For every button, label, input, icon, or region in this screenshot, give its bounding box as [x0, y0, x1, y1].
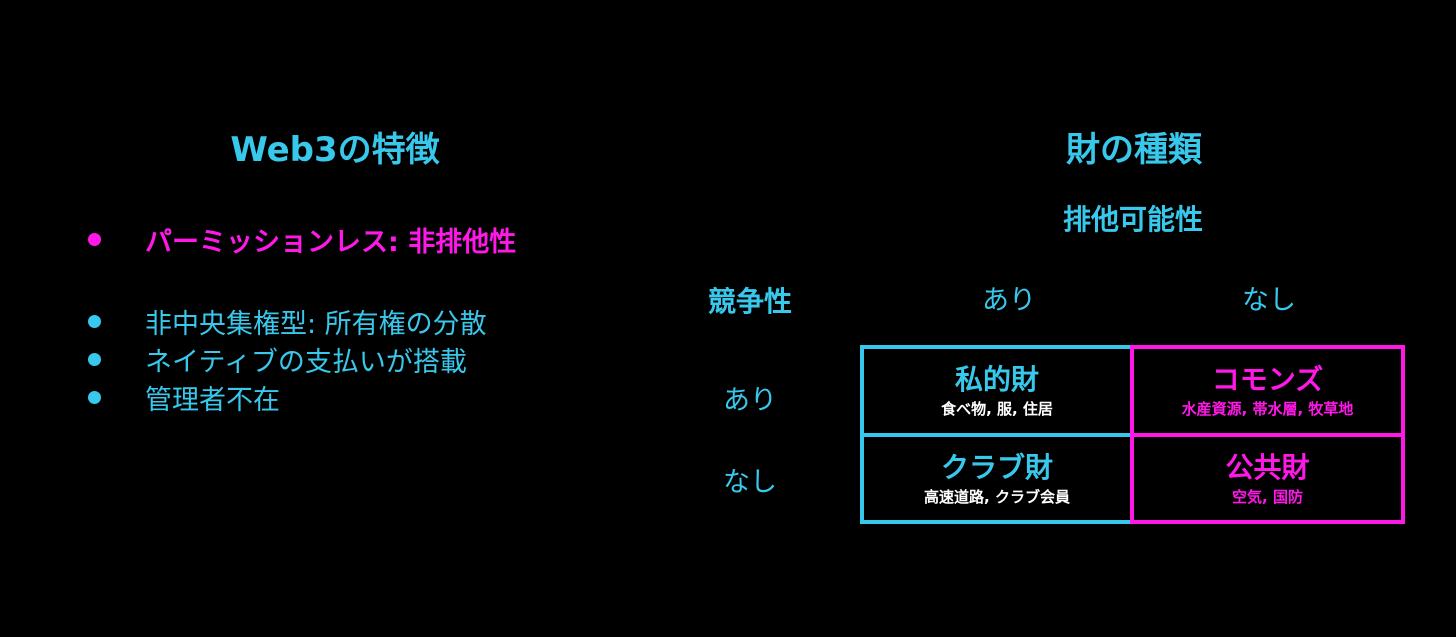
cell-name: クラブ財 [940, 450, 1053, 484]
cell-public-goods: 公共財 空気, 国防 [1130, 433, 1405, 524]
cell-examples: 食べ物, 服, 住居 [941, 400, 1053, 418]
row-header-no: なし [723, 467, 777, 498]
feature-item-permissionless: パーミッションレス: 非排他性 [88, 220, 516, 258]
cell-name: 私的財 [954, 363, 1039, 396]
bullet-dot-icon [88, 314, 101, 328]
bullet-dot-icon [88, 232, 101, 246]
feature-item-decentralized: 非中央集権型: 所有権の分散 [88, 302, 516, 340]
column-header-yes: あり [982, 285, 1036, 316]
cell-name: コモンズ [1211, 363, 1324, 396]
cell-private-goods: 私的財 食べ物, 服, 住居 [860, 345, 1134, 437]
feature-text: 非中央集権型: 所有権の分散 [145, 308, 487, 340]
feature-text: 管理者不在 [145, 384, 280, 416]
row-header-yes: あり [723, 385, 777, 416]
cell-examples: 高速道路, クラブ会員 [924, 487, 1070, 506]
cell-commons: コモンズ 水産資源, 帯水層, 牧草地 [1130, 345, 1405, 437]
goods-types-title: 財の種類 [1066, 130, 1202, 170]
excludability-axis-title: 排他可能性 [1062, 203, 1203, 236]
bullet-dot-icon [88, 352, 101, 366]
cell-examples: 空気, 国防 [1232, 487, 1303, 506]
column-header-no: なし [1242, 285, 1296, 316]
cell-club-goods: クラブ財 高速道路, クラブ会員 [860, 433, 1134, 524]
feature-item-no-administrator: 管理者不在 [88, 378, 516, 416]
feature-text: ネイティブの支払いが搭載 [145, 346, 467, 378]
cell-name: 公共財 [1225, 450, 1310, 484]
feature-text: パーミッションレス: 非排他性 [145, 226, 517, 258]
bullet-dot-icon [88, 390, 101, 404]
web3-features-list: パーミッションレス: 非排他性 非中央集権型: 所有権の分散 ネイティブの支払い… [88, 220, 516, 416]
cell-examples: 水産資源, 帯水層, 牧草地 [1181, 400, 1354, 418]
rivalry-axis-title: 競争性 [707, 285, 792, 318]
feature-item-native-payments: ネイティブの支払いが搭載 [88, 340, 516, 378]
web3-features-title: Web3の特徴 [230, 130, 440, 170]
